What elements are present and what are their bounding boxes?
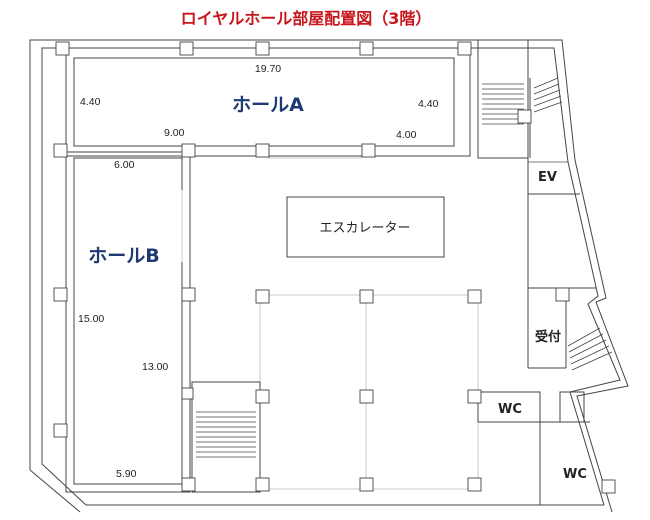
hall-b[interactable]: [65, 151, 191, 493]
hall-a-dimension: 19.70: [255, 63, 281, 75]
hall-b-dimension: 15.00: [78, 313, 104, 325]
stairwell-north: [477, 39, 563, 159]
hall-a-label: ホールA: [232, 94, 304, 116]
hall-b-dimension: 5.90: [116, 468, 137, 480]
hall-b-label: ホールB: [88, 245, 159, 267]
escalator-area: エスカレーター: [286, 196, 445, 258]
hall-b-dimension: 6.00: [114, 159, 135, 171]
reception-label: 受付: [535, 329, 561, 345]
elevator-area: EV: [527, 158, 580, 368]
restroom-2-label: WC: [563, 467, 587, 482]
restroom-2-area: WC: [540, 391, 590, 482]
escalator-label: エスカレーター: [319, 221, 410, 236]
hall-a-dimension: 4.40: [418, 98, 439, 110]
elevator-label: EV: [538, 170, 557, 185]
restroom-1-label: WC: [498, 402, 522, 417]
restroom-1-area: WC: [477, 391, 541, 505]
page-title: ロイヤルホール部屋配置図（3階）: [181, 9, 432, 28]
hall-a-dimension: 4.40: [80, 96, 101, 108]
structural-columns: [53, 41, 616, 494]
hall-a-dimension: 9.00: [164, 127, 185, 139]
stairwell-south: [191, 381, 261, 493]
hall-a-dimension: 4.00: [396, 129, 417, 141]
hall-b-dimension: 13.00: [142, 361, 168, 373]
